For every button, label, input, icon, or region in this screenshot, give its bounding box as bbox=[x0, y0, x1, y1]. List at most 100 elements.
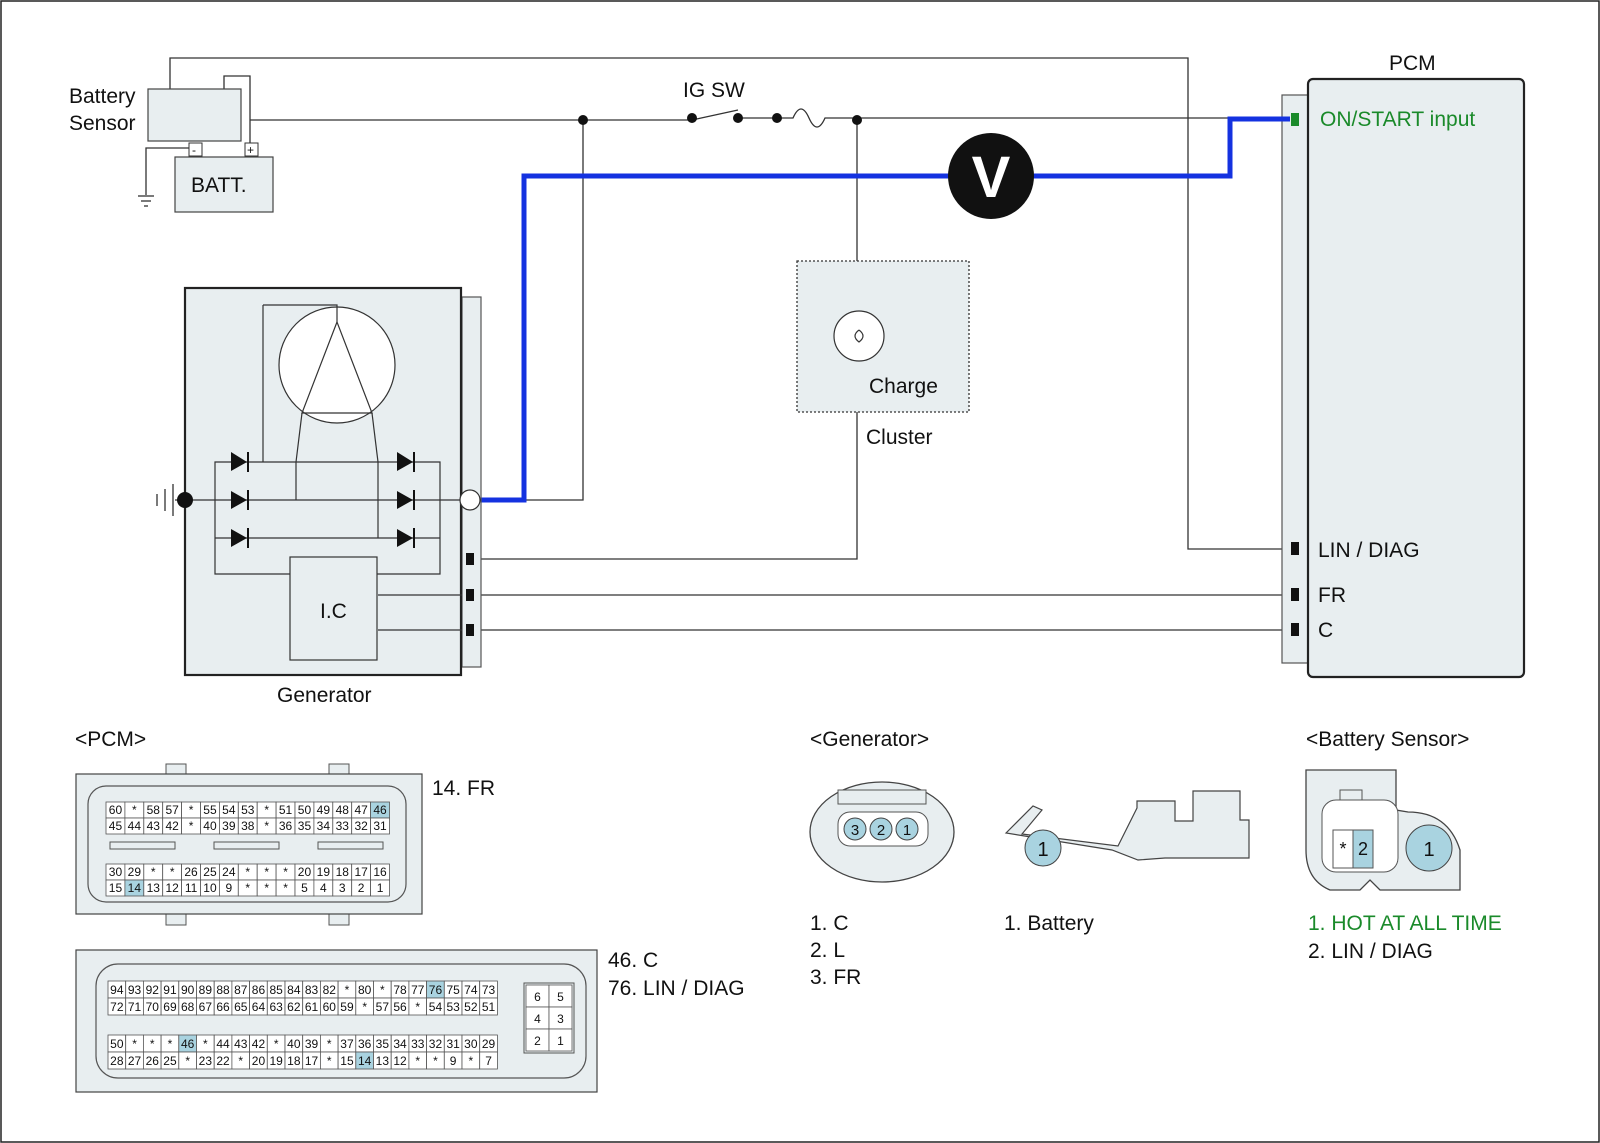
generator-pin-3-icon bbox=[843, 817, 867, 841]
pin-label: * bbox=[132, 1037, 137, 1051]
pin-label: 13 bbox=[147, 881, 161, 895]
pin-label: 13 bbox=[376, 1054, 390, 1068]
pin-label: 24 bbox=[222, 865, 236, 879]
pin-label: 40 bbox=[203, 819, 217, 833]
pin-label: 20 bbox=[252, 1054, 266, 1068]
pin-label: 83 bbox=[305, 983, 319, 997]
battery-terminal-pin-icon bbox=[1024, 829, 1062, 867]
battery-sensor-box bbox=[147, 88, 242, 142]
pin-label: 36 bbox=[358, 1037, 372, 1051]
generator-pin-2: 2. L bbox=[810, 939, 845, 962]
pin-cell bbox=[370, 817, 390, 835]
pin-label: 45 bbox=[109, 819, 123, 833]
bs-pin-star: * bbox=[1339, 839, 1346, 859]
pcm-a-key bbox=[109, 841, 176, 850]
pin-label: 12 bbox=[393, 1054, 407, 1068]
pcm-connector-title: <PCM> bbox=[75, 728, 146, 751]
pin-label: 43 bbox=[147, 819, 161, 833]
battery-sensor-label-2: Sensor bbox=[69, 112, 136, 135]
pin-label: * bbox=[274, 1037, 279, 1051]
pin-label: 56 bbox=[393, 1000, 407, 1014]
b-terminal bbox=[459, 489, 481, 511]
pin-cell bbox=[479, 1051, 498, 1070]
pin-label: 35 bbox=[298, 819, 312, 833]
batt-label: BATT. bbox=[191, 174, 247, 197]
pin-label: 57 bbox=[376, 1000, 390, 1014]
generator-pin-label: 1 bbox=[903, 822, 911, 839]
pin-label: 72 bbox=[110, 1000, 124, 1014]
pin-label: 73 bbox=[482, 983, 496, 997]
pcm-b-note-2: 76. LIN / DIAG bbox=[608, 977, 745, 1000]
generator-internals bbox=[175, 304, 481, 631]
pin-label: 35 bbox=[376, 1037, 390, 1051]
pin-label: 19 bbox=[269, 1054, 283, 1068]
pin-label: * bbox=[132, 803, 137, 817]
pin-label: 3 bbox=[557, 1012, 564, 1026]
pin-label: 40 bbox=[287, 1037, 301, 1051]
pin-label: * bbox=[245, 881, 250, 895]
pin-label: 29 bbox=[128, 865, 142, 879]
pin-label: * bbox=[433, 1054, 438, 1068]
pin-label: 32 bbox=[354, 819, 368, 833]
pin-label: 14 bbox=[128, 881, 142, 895]
pin-label: 28 bbox=[110, 1054, 124, 1068]
pin-label: 30 bbox=[109, 865, 123, 879]
pin-label: 30 bbox=[464, 1037, 478, 1051]
pin-label: 1 bbox=[377, 881, 384, 895]
pin-label: 92 bbox=[146, 983, 160, 997]
ground-icon bbox=[138, 195, 154, 207]
fr-terminal-pin bbox=[466, 589, 474, 601]
pin-label: 38 bbox=[241, 819, 255, 833]
pin-label: 57 bbox=[165, 803, 179, 817]
pcm-b-note-1: 46. C bbox=[608, 949, 658, 972]
rectifier-diodes bbox=[231, 452, 415, 548]
pin-label: 60 bbox=[109, 803, 123, 817]
pin-label: * bbox=[170, 865, 175, 879]
pin-label: 31 bbox=[373, 819, 387, 833]
pin-label: 15 bbox=[340, 1054, 354, 1068]
generator-connector-strip bbox=[461, 296, 482, 668]
bs-pin-1-label: 1 bbox=[1423, 839, 1434, 861]
pin-label: 49 bbox=[317, 803, 331, 817]
pin-label: * bbox=[150, 1037, 155, 1051]
charge-label: Charge bbox=[869, 375, 938, 398]
generator-ground-dot bbox=[177, 492, 193, 508]
pin-label: 27 bbox=[128, 1054, 142, 1068]
generator-ground-icon bbox=[156, 484, 174, 516]
pin-label: 17 bbox=[305, 1054, 319, 1068]
pin-label: 91 bbox=[163, 983, 177, 997]
pin-label: * bbox=[327, 1054, 332, 1068]
pin-label: * bbox=[203, 1037, 208, 1051]
bs-pin-1-icon bbox=[1405, 824, 1453, 872]
pin-label: 93 bbox=[128, 983, 142, 997]
generator-pin-1-icon bbox=[895, 817, 919, 841]
pin-label: * bbox=[283, 881, 288, 895]
pin-label: * bbox=[362, 1000, 367, 1014]
pin-label: 46 bbox=[181, 1037, 195, 1051]
ig-sw-label: IG SW bbox=[683, 79, 745, 102]
pin-label: * bbox=[189, 819, 194, 833]
pin-label: 89 bbox=[199, 983, 213, 997]
pin-label: 46 bbox=[373, 803, 387, 817]
pin-label: 39 bbox=[305, 1037, 319, 1051]
pin-label: 12 bbox=[165, 881, 179, 895]
pin-label: * bbox=[245, 865, 250, 879]
pin-label: 9 bbox=[450, 1054, 457, 1068]
pin-label: 69 bbox=[163, 1000, 177, 1014]
pin-label: * bbox=[380, 983, 385, 997]
pin-label: 32 bbox=[429, 1037, 443, 1051]
fr-label: FR bbox=[1318, 584, 1346, 607]
voltmeter-label: V bbox=[972, 145, 1011, 210]
pin-label: 33 bbox=[411, 1037, 425, 1051]
pin-label: * bbox=[185, 1054, 190, 1068]
lin-diag-wire bbox=[169, 57, 1290, 550]
bs-pin-2-label: 2 bbox=[1358, 839, 1368, 859]
pin-label: 44 bbox=[128, 819, 142, 833]
pin-label: * bbox=[264, 865, 269, 879]
c-label: C bbox=[1318, 619, 1333, 642]
pin-label: 15 bbox=[109, 881, 123, 895]
stator-icon bbox=[278, 306, 396, 424]
pin-label: 61 bbox=[305, 1000, 319, 1014]
